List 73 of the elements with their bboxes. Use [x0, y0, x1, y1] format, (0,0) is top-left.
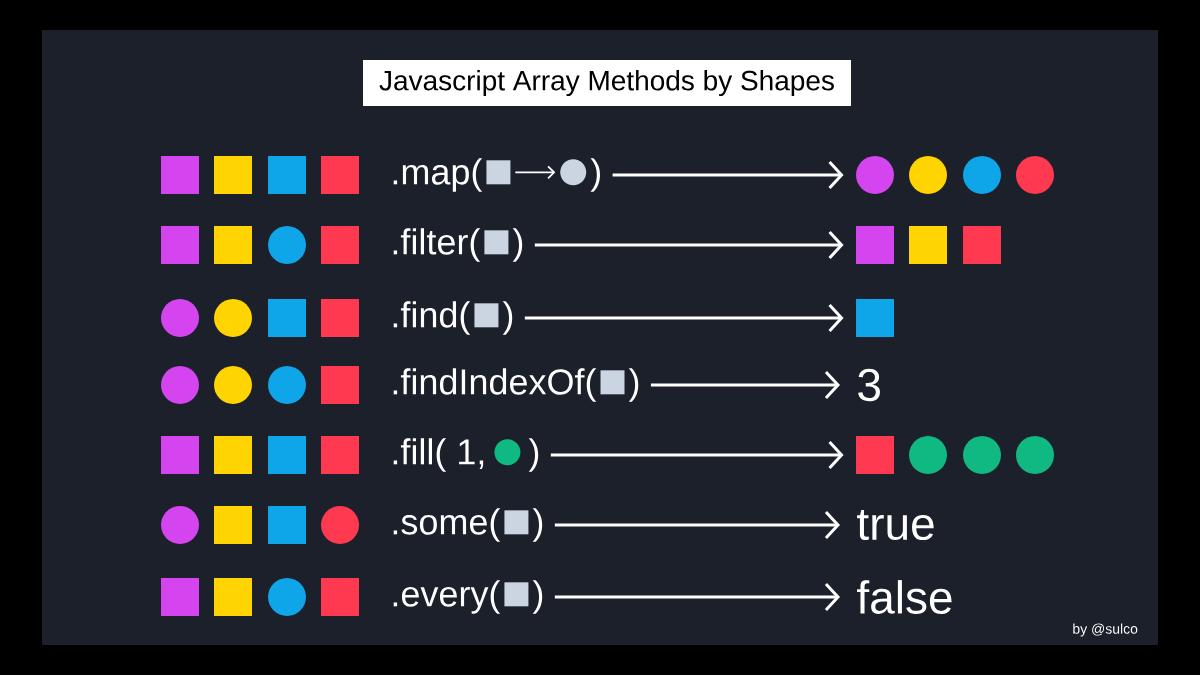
square-shape	[321, 226, 359, 264]
circle-shape	[161, 506, 199, 544]
node-label: )	[502, 301, 513, 335]
arrow	[554, 583, 840, 612]
circle-shape	[1016, 436, 1054, 474]
square-shape	[268, 436, 306, 474]
node-label: )	[532, 508, 543, 542]
circle-shape	[321, 506, 359, 544]
credit-text: by @sulco	[1073, 623, 1138, 637]
node-label: )	[532, 580, 543, 614]
circle-shape	[963, 436, 1001, 474]
node-label: )	[590, 158, 600, 192]
method-call: .findIndexOf( )	[393, 368, 639, 402]
square-shape	[214, 578, 252, 616]
square-shape	[268, 506, 306, 544]
square-shape	[161, 226, 199, 264]
square-shape	[963, 226, 1001, 264]
method-call: .filter( )	[393, 228, 523, 262]
square-shape	[214, 506, 252, 544]
square-shape	[268, 156, 306, 194]
arrow	[534, 231, 844, 259]
square-shape	[321, 366, 359, 404]
circle-shape	[161, 366, 199, 404]
square-shape	[214, 226, 252, 264]
node-label: .fill( 1,	[393, 438, 484, 472]
square-shape	[856, 226, 894, 264]
circle-shape	[909, 436, 947, 474]
circle-shape	[963, 156, 1001, 194]
node-label: )	[628, 368, 639, 402]
circle-shape	[1016, 156, 1054, 194]
square-shape	[856, 299, 894, 337]
node-label: .map(	[393, 158, 483, 192]
circle-shape	[161, 299, 199, 337]
node-label: )	[528, 438, 539, 472]
circle-shape	[856, 156, 894, 194]
circle-shape	[268, 226, 306, 264]
arrow	[524, 304, 844, 333]
arrow	[554, 511, 840, 540]
title-box: Javascript Array Methods by Shapes	[363, 59, 851, 107]
node-label: .filter(	[393, 228, 481, 262]
square-shape	[161, 578, 199, 616]
circle-shape	[268, 366, 306, 404]
arrow	[612, 161, 844, 190]
method-call: .map( )	[393, 158, 600, 192]
method-call: .fill( 1, )	[393, 438, 539, 472]
circle-shape	[909, 156, 947, 194]
square-shape	[321, 299, 359, 337]
node-label: .find(	[393, 301, 471, 335]
square-shape	[321, 156, 359, 194]
method-call: .some( )	[393, 508, 543, 542]
square-shape	[321, 436, 359, 474]
circle-shape	[214, 299, 252, 337]
result-text: 3	[858, 368, 880, 402]
node-label: .some(	[393, 508, 501, 542]
square-shape	[161, 156, 199, 194]
square-shape	[909, 226, 947, 264]
node-label: .findIndexOf(	[393, 368, 597, 402]
circle-shape	[214, 366, 252, 404]
method-call: .find( )	[393, 301, 513, 335]
square-shape	[856, 436, 894, 474]
square-shape	[321, 578, 359, 616]
arrow	[650, 371, 840, 400]
square-shape	[214, 156, 252, 194]
square-shape	[268, 299, 306, 337]
arrow	[550, 441, 844, 470]
method-call: .every( )	[393, 580, 543, 614]
result-text: false	[857, 580, 952, 614]
square-shape	[214, 436, 252, 474]
node-label: .every(	[393, 580, 501, 614]
node-label: )	[512, 228, 523, 262]
result-text: true	[857, 509, 934, 541]
square-shape	[161, 436, 199, 474]
circle-shape	[268, 578, 306, 616]
